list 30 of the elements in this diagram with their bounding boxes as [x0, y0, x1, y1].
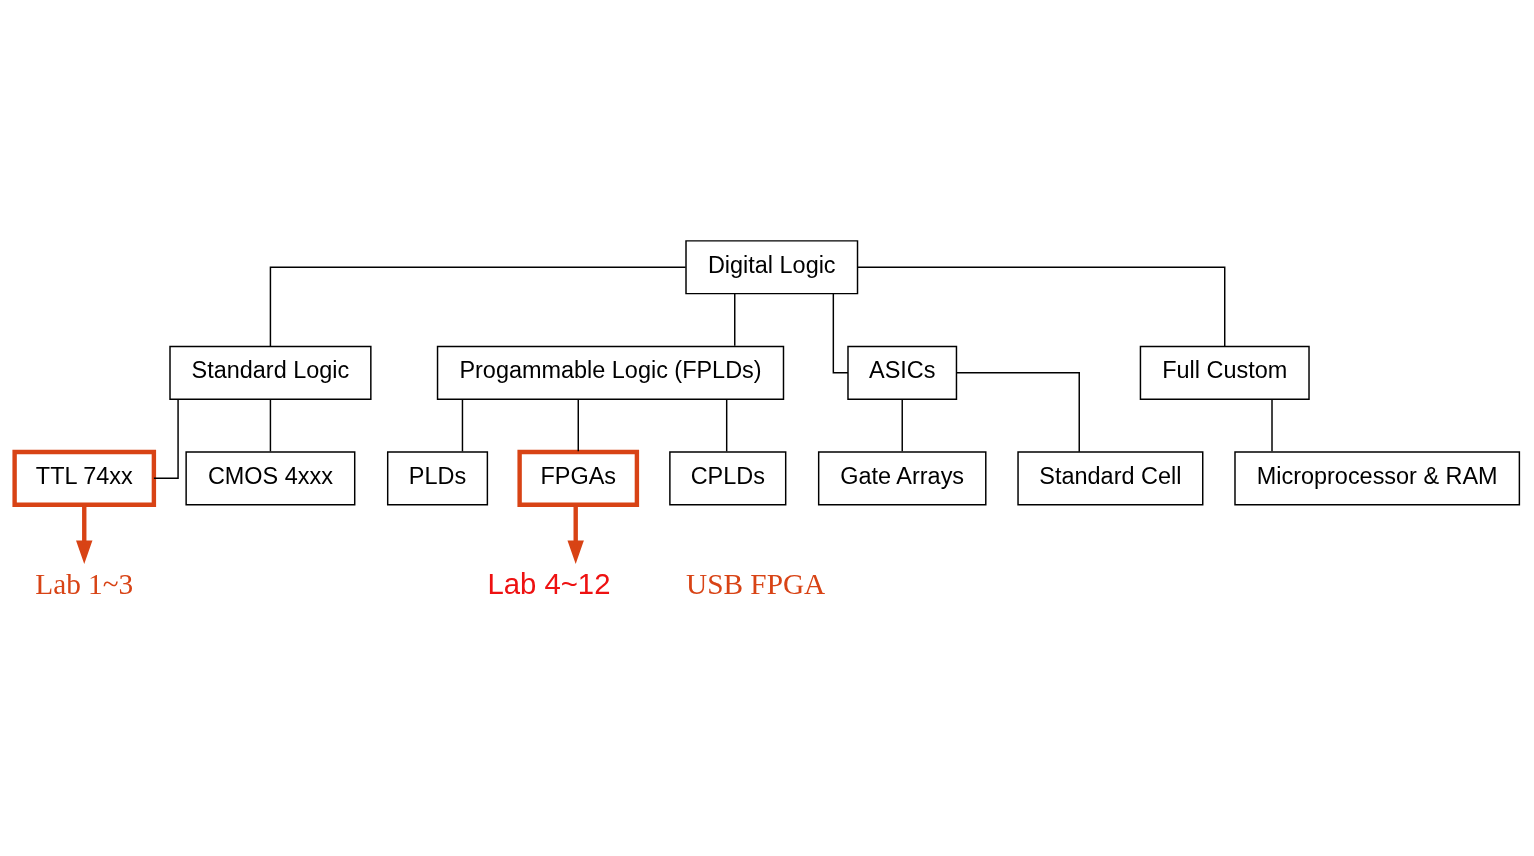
- connector: [832, 292, 849, 374]
- node-box: Full Custom: [1139, 345, 1310, 400]
- label: USB FPGA: [686, 567, 826, 600]
- connector: [461, 398, 464, 452]
- node-box: TTL 74xx: [12, 449, 157, 507]
- node-box: Standard Logic: [169, 345, 372, 400]
- node-box: Standard Cell: [1017, 450, 1204, 505]
- node-box: Gate Arrays: [817, 450, 987, 505]
- node-box: CMOS 4xxx: [185, 450, 356, 505]
- connector: [857, 266, 1226, 347]
- connector: [269, 398, 272, 452]
- arrow: [76, 504, 93, 564]
- connector: [1271, 398, 1273, 452]
- connector: [153, 398, 179, 479]
- connector: [269, 266, 687, 347]
- connector: [956, 371, 1080, 452]
- connector: [734, 292, 736, 347]
- node-box: ASICs: [847, 345, 958, 400]
- connector: [577, 398, 579, 452]
- node-box: Microprocessor & RAM: [1234, 450, 1521, 505]
- node-text: Lab 4~12: [487, 566, 611, 600]
- node-text: Lab 1~3: [35, 567, 134, 600]
- connector: [901, 398, 903, 452]
- node-box: Progammable Logic (FPLDs): [436, 345, 785, 400]
- node-box: FPGAs: [517, 449, 640, 507]
- node-box: Digital Logic: [685, 239, 859, 294]
- arrow: [567, 504, 584, 564]
- connector: [725, 398, 728, 452]
- node-box: PLDs: [386, 450, 489, 505]
- node-box: CPLDs: [669, 450, 787, 505]
